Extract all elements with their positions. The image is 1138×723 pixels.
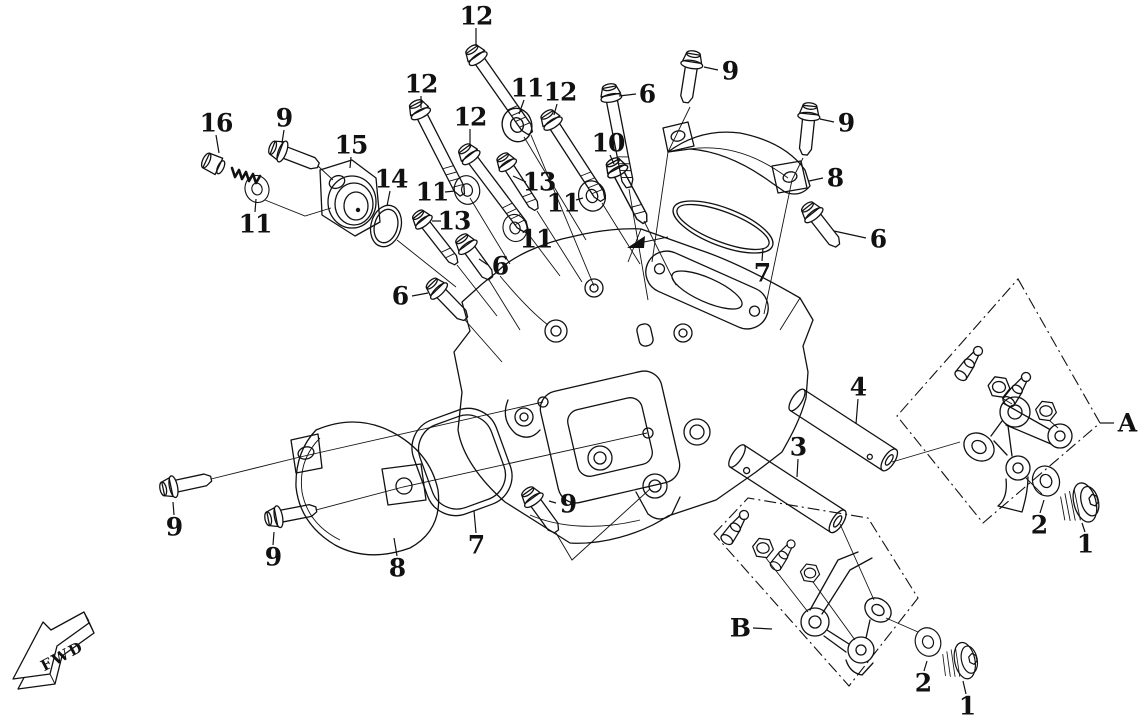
bolt-9-b [674, 48, 706, 105]
tappet-cap-15 [319, 159, 381, 237]
callout-label: 9 [165, 512, 183, 542]
callout-label: 11 [510, 73, 545, 103]
o-ring-7-bottom [411, 407, 513, 517]
callout-label: 12 [459, 1, 494, 31]
callout-label: 6 [869, 224, 887, 254]
adjuster-screw-a2 [1000, 368, 1035, 410]
fwd-arrow: FWD [12, 611, 95, 690]
lock-nut-b2 [798, 562, 822, 584]
bolt-9-f [516, 482, 567, 539]
valve-cover-bottom [290, 421, 440, 556]
callout-label: 9 [275, 103, 293, 133]
bolt-9-d [157, 467, 215, 501]
callout-label: 6 [391, 281, 409, 311]
spring-16 [230, 166, 262, 185]
bolt-6-d [420, 272, 475, 328]
washer-11-a [497, 104, 537, 146]
callout-label: 9 [721, 56, 739, 86]
lock-nut-a2 [1033, 399, 1059, 423]
section-a-boundary [896, 278, 1101, 524]
callout-label: 11 [238, 209, 273, 239]
adjuster-screw-16 [200, 152, 262, 185]
pointer-arrow-icon [627, 236, 645, 248]
callout-label: 4 [849, 372, 867, 402]
callout-label: 8 [826, 163, 844, 193]
callout-label: 6 [491, 251, 509, 281]
callout-label: 12 [543, 77, 578, 107]
rocker-assembly-a [952, 342, 1073, 513]
rocker-assembly-b [718, 506, 892, 676]
callout-label: 8 [388, 553, 406, 583]
callout-label: 9 [559, 489, 577, 519]
rocker-shaft-3 [728, 444, 847, 534]
section-b-boundary [713, 497, 919, 687]
callout-label: B [729, 613, 751, 643]
adjuster-screw-b1 [718, 506, 753, 548]
bolt-9-a [265, 135, 323, 177]
callout-label: 11 [415, 177, 450, 207]
cylinder-head [453, 200, 814, 544]
lock-nut-a1 [986, 375, 1012, 399]
callout-label: 16 [199, 108, 234, 138]
o-ring-7-top [672, 200, 774, 254]
washer-2-b [910, 623, 946, 661]
callout-label: A [1117, 408, 1137, 438]
washer-11-b [450, 172, 484, 208]
bolt-9-c [793, 101, 822, 157]
callout-label: 12 [404, 69, 439, 99]
callout-label: 13 [522, 167, 557, 197]
callout-label: 11 [546, 188, 581, 218]
bolt-10 [600, 153, 656, 229]
bolt-6-b [796, 196, 847, 253]
callout-label: 14 [374, 164, 409, 194]
rocker-shaft-4 [788, 388, 899, 472]
callout-label: 6 [638, 79, 656, 109]
washer-11-e [241, 172, 273, 206]
plug-1-b [938, 639, 982, 684]
leader-lines [172, 28, 1114, 695]
install-lines [210, 106, 1059, 641]
callout-label: 7 [467, 530, 485, 560]
adjuster-screw-a1 [952, 342, 987, 384]
intake-flange [645, 250, 769, 330]
callout-label: 15 [334, 130, 369, 160]
callout-label: 7 [753, 258, 771, 288]
o-ring-14 [369, 204, 403, 248]
callout-label: 9 [264, 542, 282, 572]
callout-label: 10 [591, 128, 626, 158]
callout-label: 13 [437, 206, 472, 236]
plug-1-a [1055, 479, 1104, 529]
callout-label: 1 [958, 691, 976, 721]
callout-label: 12 [453, 102, 488, 132]
callout-label: 2 [1030, 510, 1048, 540]
callout-label: 1 [1076, 529, 1094, 559]
callout-label: 2 [914, 668, 932, 698]
callout-label: 3 [789, 432, 807, 462]
washer-2-a [1027, 461, 1065, 501]
valve-cover-top [662, 121, 811, 195]
lock-nut-b1 [750, 536, 776, 560]
callout-label: 11 [519, 224, 554, 254]
callout-label: 9 [837, 108, 855, 138]
bolts [157, 40, 847, 539]
